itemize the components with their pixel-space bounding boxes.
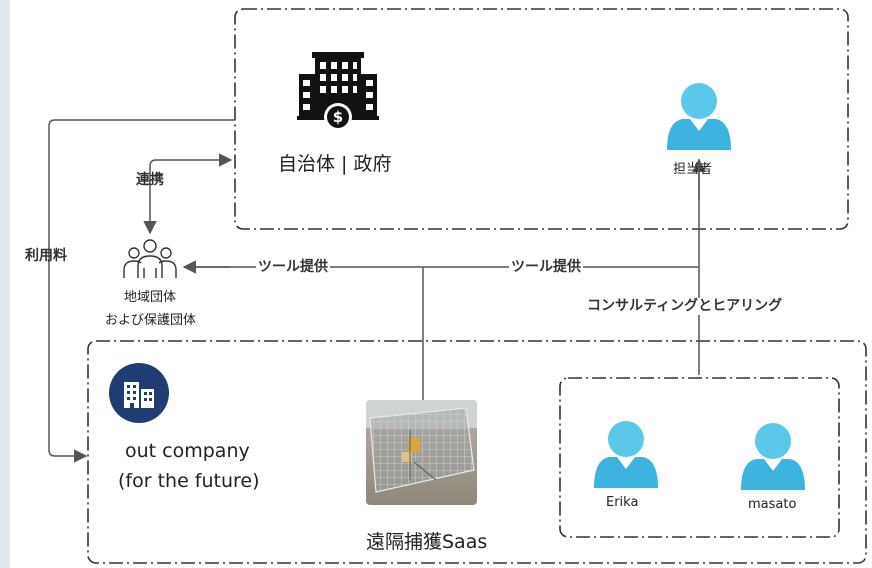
group-people-icon xyxy=(123,239,177,278)
community-label-line2: および保護団体 xyxy=(104,313,196,328)
person-icon xyxy=(667,83,731,150)
tool-provision-connector xyxy=(186,159,700,400)
cage-trap-photo xyxy=(366,400,477,505)
svg-text:$: $ xyxy=(333,108,343,126)
cooperation-connector xyxy=(143,153,233,235)
company-tagline-label: (for the future) xyxy=(118,470,260,492)
community-label-line1: 地域団体 xyxy=(123,290,176,305)
left-edge-strip xyxy=(0,0,10,568)
person-erika-label: Erika xyxy=(606,495,639,510)
tool-provision-label: ツール提供 xyxy=(256,259,330,276)
cooperation-label: 連携 xyxy=(136,172,164,188)
tool-provision-label: ツール提供 xyxy=(509,259,583,276)
staff-label: 担当者 xyxy=(673,162,713,177)
government-group-box xyxy=(234,8,849,230)
company-group-box xyxy=(87,340,867,564)
staff-group-box xyxy=(559,377,840,538)
usage-fee-label: 利用料 xyxy=(25,248,67,264)
person-masato-label: masato xyxy=(748,497,797,512)
government-label: 自治体 | 政府 xyxy=(278,153,392,175)
person-icon xyxy=(594,421,658,488)
company-building-icon xyxy=(107,361,171,425)
product-label: 遠隔捕獲Saas xyxy=(366,531,488,553)
consulting-label: コンサルティングとヒアリング xyxy=(585,298,785,315)
company-name-label: out company xyxy=(125,440,250,462)
person-icon xyxy=(741,423,805,490)
usage-fee-connector xyxy=(48,119,235,463)
government-building-dollar-icon: $ xyxy=(297,52,379,131)
